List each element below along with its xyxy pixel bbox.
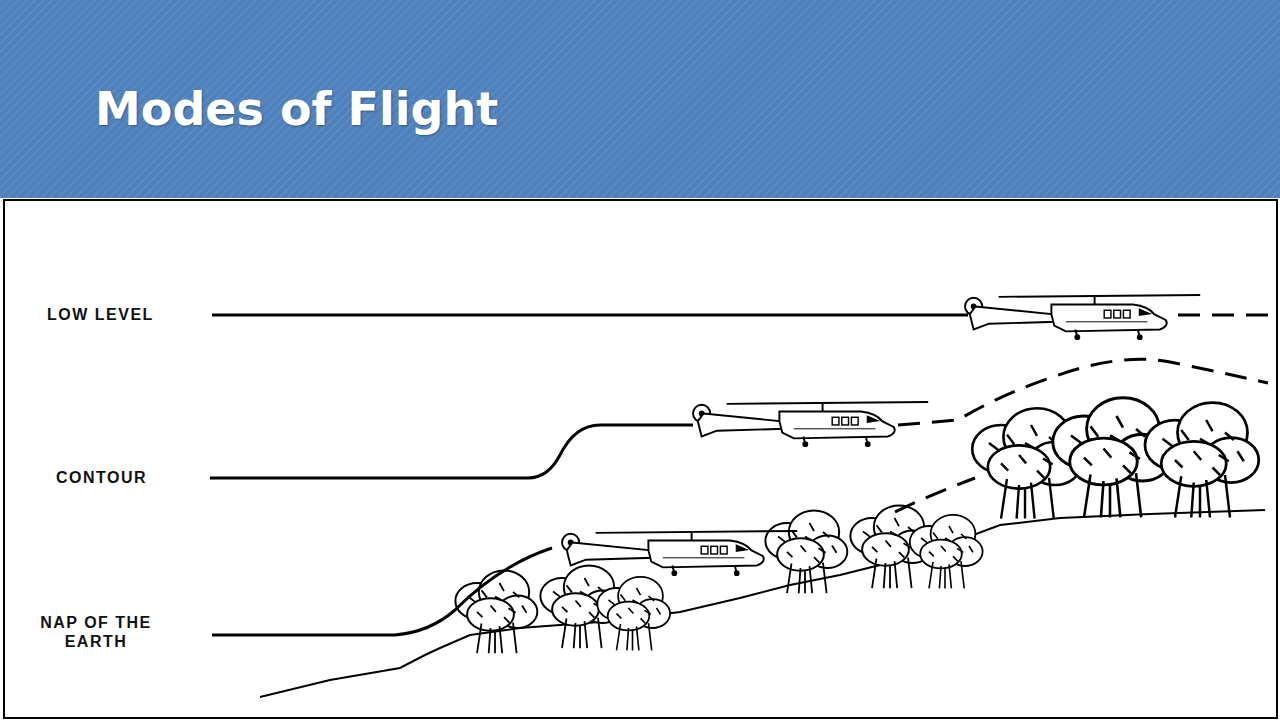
ground-line: [260, 510, 1265, 697]
helicopters: [562, 295, 1200, 576]
flight-paths: [210, 315, 1268, 635]
flight-mode-label: NAP OF THE EARTH: [20, 613, 172, 651]
tree-cluster: [455, 398, 1258, 653]
flight-mode-label: LOW LEVEL: [45, 305, 156, 324]
flight-mode-label: CONTOUR: [54, 468, 149, 487]
slide-title: Modes of Flight: [95, 82, 498, 136]
